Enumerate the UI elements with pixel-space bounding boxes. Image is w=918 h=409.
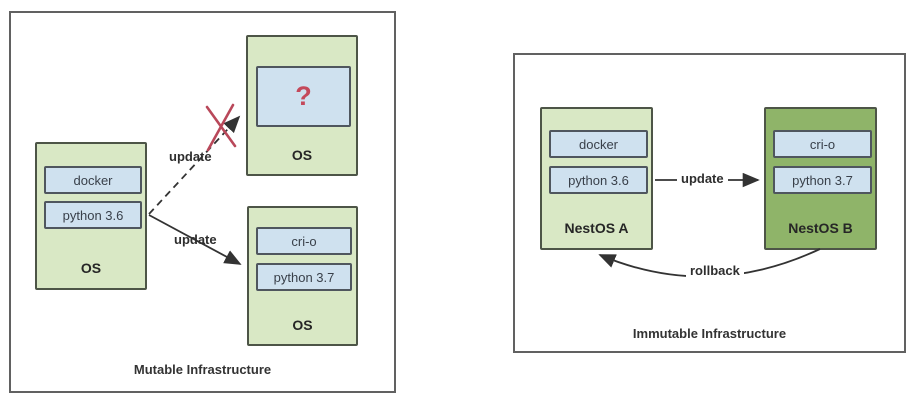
question-mark: ? bbox=[295, 81, 312, 111]
nestos-a-box: docker python 3.6 NestOS A bbox=[540, 107, 653, 250]
python37-label: python 3.7 bbox=[792, 172, 853, 188]
python37-label: python 3.7 bbox=[273, 269, 335, 285]
docker-component: docker bbox=[44, 166, 142, 194]
nestos-b-label: NestOS B bbox=[788, 220, 853, 236]
immutable-infrastructure-panel: docker python 3.6 NestOS A cri-o python … bbox=[513, 53, 906, 353]
python36-component: python 3.6 bbox=[549, 166, 648, 194]
update-failed-dashed-arrow bbox=[148, 115, 241, 215]
rollback-label: rollback bbox=[686, 263, 744, 278]
update-failed-label: update bbox=[169, 149, 212, 164]
crio-label: cri-o bbox=[809, 136, 836, 152]
mutable-infrastructure-panel: docker python 3.6 OS ? OS cri-o python 3… bbox=[9, 11, 396, 393]
docker-label: docker bbox=[578, 136, 619, 152]
python36-component: python 3.6 bbox=[44, 201, 142, 229]
python36-label: python 3.6 bbox=[62, 207, 124, 223]
os-label: OS bbox=[80, 260, 102, 276]
crio-component: cri-o bbox=[256, 227, 352, 255]
mutable-caption: Mutable Infrastructure bbox=[133, 362, 272, 377]
os-box-source: docker python 3.6 OS bbox=[35, 142, 147, 290]
nestos-b-box: cri-o python 3.7 NestOS B bbox=[764, 107, 877, 250]
os-label: OS bbox=[292, 317, 313, 333]
crio-label: cri-o bbox=[291, 233, 317, 249]
python37-component: python 3.7 bbox=[256, 263, 352, 291]
update-ok-label: update bbox=[174, 232, 217, 247]
unknown-state-component: ? bbox=[256, 66, 351, 127]
os-box-unknown-state: ? OS bbox=[246, 35, 358, 176]
update-label: update bbox=[677, 171, 728, 186]
immutable-caption: Immutable Infrastructure bbox=[632, 326, 787, 341]
docker-component: docker bbox=[549, 130, 648, 158]
os-box-updated: cri-o python 3.7 OS bbox=[247, 206, 358, 346]
nestos-a-label: NestOS A bbox=[564, 220, 629, 236]
docker-label: docker bbox=[73, 172, 113, 188]
python36-label: python 3.6 bbox=[568, 172, 629, 188]
crio-component: cri-o bbox=[773, 130, 872, 158]
python37-component: python 3.7 bbox=[773, 166, 872, 194]
failure-x-mark bbox=[205, 103, 237, 152]
os-label: OS bbox=[291, 147, 313, 163]
